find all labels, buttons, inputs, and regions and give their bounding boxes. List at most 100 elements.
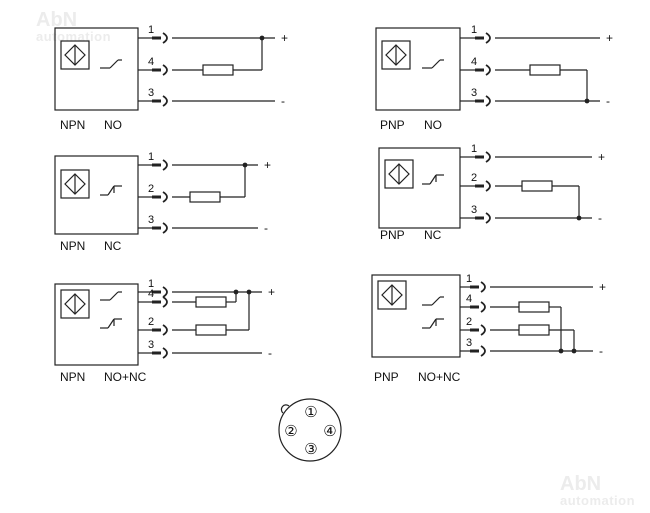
socket [480, 301, 486, 313]
diagram-pnp-nc: 1 2 3 + - PNP NC [378, 143, 605, 242]
switch-no-blade [109, 291, 119, 301]
positive-label: + [598, 150, 605, 164]
wire-number-label: 2 [466, 316, 472, 328]
switch-mode-label: NO [104, 118, 122, 132]
switch-nc-blade [429, 174, 437, 185]
socket [162, 191, 168, 203]
sensor-icon [384, 159, 414, 189]
junction-dot [242, 162, 248, 168]
switch-mode-label: NO+NC [418, 370, 461, 384]
wire-number-label: 4 [148, 288, 154, 300]
wire-number-label: 1 [148, 24, 154, 36]
wire-number-label: 4 [466, 293, 472, 305]
wire-number-label: 1 [471, 143, 477, 155]
socket [162, 64, 168, 76]
switch-nc-blade [429, 318, 437, 329]
positive-label: + [281, 31, 288, 45]
socket [162, 296, 168, 308]
socket [485, 32, 491, 44]
wire-number-label: 4 [148, 56, 154, 68]
load-resistor [529, 64, 561, 76]
junction-dot [584, 98, 590, 104]
wire-number-label: 1 [148, 278, 154, 290]
socket [485, 180, 491, 192]
wire-number-label: 4 [471, 56, 477, 68]
sensor-body [371, 274, 461, 358]
junction-dot [571, 348, 577, 354]
switch-no-blade [431, 59, 441, 69]
watermark-brand: AbN [36, 9, 78, 31]
switch-no-blade [431, 296, 441, 306]
socket [162, 347, 168, 359]
negative-label: - [598, 211, 602, 225]
socket [162, 324, 168, 336]
socket [162, 286, 168, 298]
positive-label: + [268, 285, 275, 299]
negative-label: - [599, 344, 603, 358]
connector-pin-2: ② [284, 423, 297, 440]
load-resistor [518, 301, 550, 313]
wire-number-label: 1 [471, 24, 477, 36]
sensor-body [54, 155, 139, 235]
socket [485, 212, 491, 224]
negative-label: - [606, 94, 610, 108]
load-resistor [189, 191, 221, 203]
output-type-label: NPN [60, 370, 85, 384]
output-type-label: PNP [380, 228, 405, 242]
connector-key [280, 404, 290, 414]
switch-mode-label: NC [104, 239, 122, 253]
sensor-icon [381, 40, 411, 70]
socket [480, 345, 486, 357]
socket [480, 324, 486, 336]
wire-number-label: 3 [466, 337, 472, 349]
switch-nc-blade [107, 318, 115, 329]
junction-dot [233, 289, 239, 295]
wire-number-label: 2 [471, 172, 477, 184]
sensor-icon [60, 289, 90, 319]
junction-dot [558, 348, 564, 354]
switch-mode-label: NO+NC [104, 370, 147, 384]
output-type-label: PNP [380, 118, 405, 132]
connector-pin-4: ④ [323, 423, 336, 440]
load-resistor [202, 64, 234, 76]
switch-mode-label: NC [424, 228, 442, 242]
socket [485, 151, 491, 163]
wire-number-label: 3 [471, 204, 477, 216]
socket [162, 222, 168, 234]
wire-number-label: 2 [148, 316, 154, 328]
switch-mode-label: NO [424, 118, 442, 132]
watermark-brand: AbN [560, 473, 602, 495]
sensor-body [378, 147, 461, 229]
socket [485, 95, 491, 107]
sensor-icon [60, 40, 90, 70]
wire-number-label: 1 [466, 273, 472, 285]
load-resistor [195, 296, 227, 308]
positive-label: + [264, 158, 271, 172]
sensor-icon [60, 169, 90, 199]
switch-no-blade [109, 59, 119, 69]
wire-number-label: 3 [148, 87, 154, 99]
load-resistor [195, 324, 227, 336]
output-type-label: PNP [374, 370, 399, 384]
negative-label: - [268, 346, 272, 360]
wire-number-label: 3 [471, 87, 477, 99]
socket [480, 281, 486, 293]
sensor-body [375, 27, 461, 111]
switch-nc-blade [107, 185, 115, 196]
connector-outline [278, 398, 342, 462]
watermark-bottom: AbN automation [560, 474, 635, 507]
sensor-body [54, 27, 139, 111]
positive-label: + [599, 280, 606, 294]
junction-dot [246, 289, 252, 295]
junction-dot [259, 35, 265, 41]
watermark-sub: automation [560, 493, 636, 508]
wire-number-label: 3 [148, 214, 154, 226]
connector-pin-3: ③ [304, 441, 317, 458]
connector-pin-1: ① [304, 404, 317, 421]
socket [162, 95, 168, 107]
